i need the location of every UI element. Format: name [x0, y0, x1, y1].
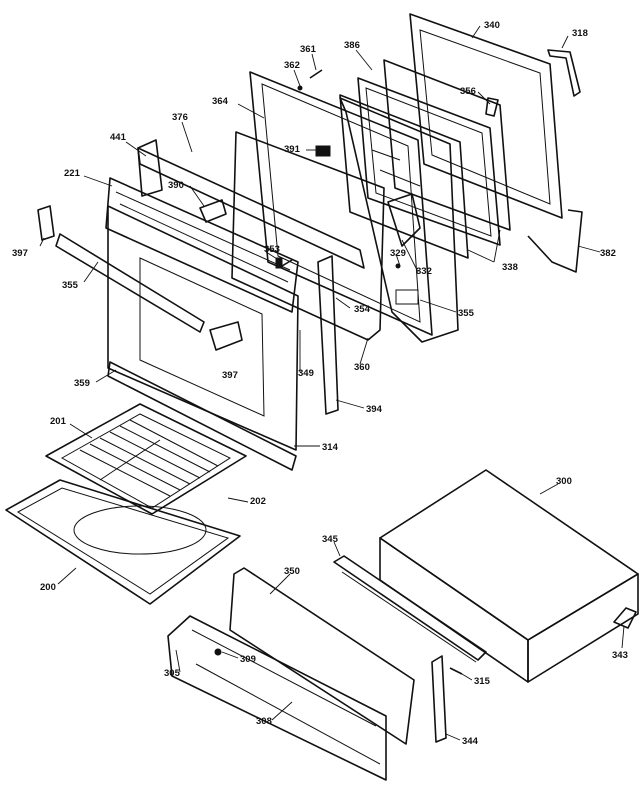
door-panel	[231, 131, 421, 341]
door-spring-wire	[527, 209, 583, 273]
label-221: 221	[64, 168, 81, 179]
label-202: 202	[250, 496, 266, 507]
label-441: 441	[110, 132, 127, 143]
label-338: 338	[502, 262, 518, 273]
broil-pan	[45, 403, 247, 515]
label-354: 354	[354, 304, 371, 315]
label-356: 356	[460, 86, 476, 97]
label-362: 362	[284, 60, 300, 71]
door-inner-liner	[249, 71, 433, 336]
door-handle	[55, 233, 205, 333]
label-200: 200	[40, 582, 56, 593]
label-376: 376	[172, 112, 188, 123]
label-340: 340	[484, 20, 500, 31]
label-345: 345	[322, 534, 339, 545]
label-318: 318	[572, 28, 588, 39]
door-hinge	[485, 97, 499, 117]
label-350: 350	[284, 566, 300, 577]
label-308: 308	[256, 716, 272, 727]
label-309: 309	[240, 654, 256, 665]
leader-lines	[39, 25, 625, 741]
label-315: 315	[474, 676, 491, 687]
label-394: 394	[366, 404, 383, 415]
label-361: 361	[300, 44, 317, 55]
label-332: 332	[416, 266, 432, 277]
drawer-panel	[229, 567, 415, 745]
label-355-seal: 355	[458, 308, 475, 319]
label-359: 359	[74, 378, 90, 389]
small-bracket	[37, 205, 55, 241]
label-305: 305	[164, 668, 181, 679]
label-360: 360	[354, 362, 370, 373]
label-390: 390	[168, 180, 184, 191]
storage-drawer-box	[379, 469, 639, 683]
door-side-strip	[317, 255, 339, 415]
label-364: 364	[212, 96, 229, 107]
label-343: 343	[612, 650, 628, 661]
label-391: 391	[284, 144, 301, 155]
part-labels: 340 318 361 386 362 356 364 376 391 441 …	[12, 20, 628, 747]
label-349: 349	[298, 368, 314, 379]
label-300: 300	[556, 476, 572, 487]
screws	[281, 69, 401, 269]
label-355-handle: 355	[62, 280, 79, 291]
door-handle-bracket	[547, 49, 581, 97]
label-386: 386	[344, 40, 360, 51]
label-314: 314	[322, 442, 339, 453]
drawer-clip	[431, 655, 463, 743]
door-glass-panels	[339, 59, 511, 259]
label-201: 201	[50, 416, 67, 427]
drawer-slide	[333, 555, 487, 663]
label-329: 329	[390, 248, 406, 259]
drawer-front	[167, 615, 387, 781]
label-397-bracket: 397	[12, 248, 28, 259]
drawer-roller	[613, 607, 637, 629]
label-382: 382	[600, 248, 616, 259]
label-397-door: 397	[222, 370, 238, 381]
door-outer-frame	[409, 13, 563, 219]
label-344: 344	[462, 736, 479, 747]
oven-rack	[5, 479, 241, 605]
oven-door-face	[107, 205, 299, 451]
door-seal-frame	[339, 97, 459, 343]
door-bottom-trim	[107, 361, 297, 471]
label-353: 353	[264, 244, 280, 255]
